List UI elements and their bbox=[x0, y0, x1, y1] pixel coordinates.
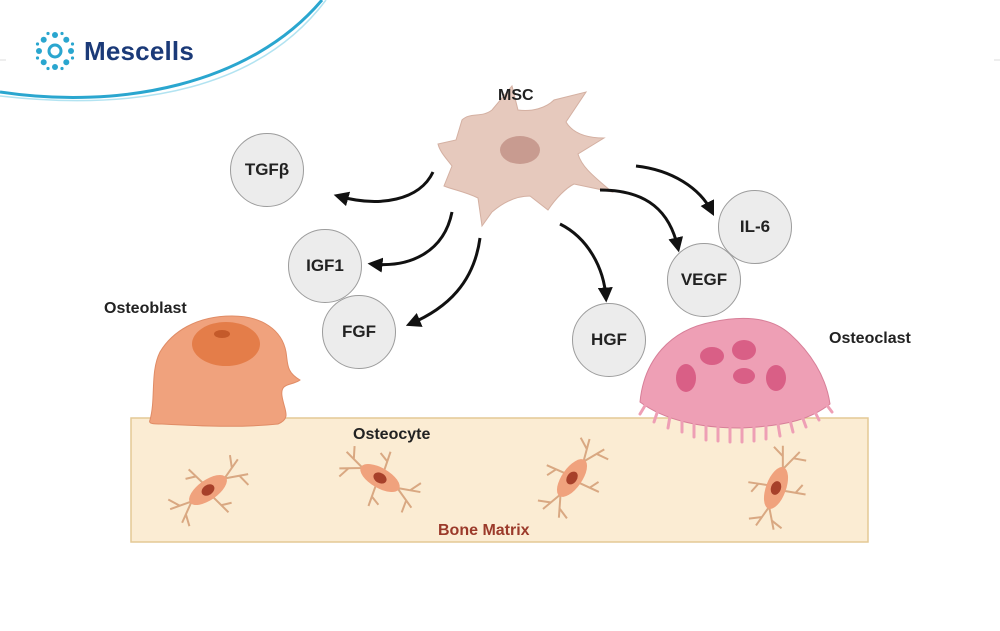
arrow-to-hgf bbox=[559, 222, 613, 303]
osteocyte-3 bbox=[537, 437, 609, 519]
bone-matrix-label: Bone Matrix bbox=[438, 522, 530, 539]
factor-igf1: IGF1 bbox=[288, 229, 362, 303]
factor-il6: IL-6 bbox=[718, 190, 792, 264]
factor-fgf: FGF bbox=[322, 295, 396, 369]
osteoblast-nucleus bbox=[192, 322, 260, 366]
osteoclast-label: Osteoclast bbox=[829, 330, 911, 347]
arrow-to-il6 bbox=[635, 164, 715, 217]
factor-hgf: HGF bbox=[572, 303, 646, 377]
osteocyte-4 bbox=[748, 445, 807, 530]
arrow-to-igf1 bbox=[367, 211, 454, 273]
osteoblast-label: Osteoblast bbox=[104, 300, 187, 317]
factor-tgfb: TGFβ bbox=[230, 133, 304, 207]
bone-matrix-band bbox=[130, 417, 869, 543]
brand-name: Mescells bbox=[84, 35, 195, 66]
msc-cell bbox=[437, 84, 614, 228]
arrow-to-fgf bbox=[405, 237, 482, 327]
brand-logo[interactable]: Mescells bbox=[34, 28, 194, 74]
arrow-to-vegf bbox=[599, 188, 684, 253]
osteoclast-cell bbox=[638, 317, 834, 444]
msc-nucleus bbox=[500, 136, 540, 164]
osteocyte-label: Osteocyte bbox=[353, 426, 431, 443]
osteocyte-1 bbox=[167, 454, 250, 527]
osteoblast-cell bbox=[149, 315, 301, 427]
header-swoosh bbox=[0, 0, 1000, 102]
factor-vegf: VEGF bbox=[667, 243, 741, 317]
msc-label: MSC bbox=[498, 87, 534, 104]
arrow-to-tgfb bbox=[333, 171, 435, 207]
osteocyte-2 bbox=[338, 445, 422, 513]
cell-cluster-logo-icon bbox=[35, 31, 75, 71]
